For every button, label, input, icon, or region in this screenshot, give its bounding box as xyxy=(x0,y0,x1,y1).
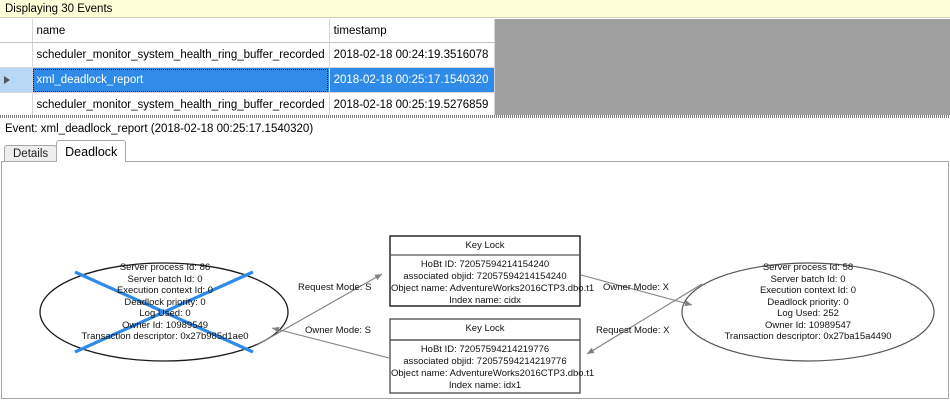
cell-name[interactable]: xml_deadlock_report xyxy=(32,67,330,93)
deadlock-graph-svg xyxy=(39,235,935,394)
lock-node-top-shape[interactable] xyxy=(389,235,581,307)
row-selector-cell[interactable] xyxy=(0,67,33,93)
detail-tabstrip[interactable]: Details Deadlock xyxy=(0,140,950,162)
lock-top-line-3: Index name: cidx xyxy=(449,295,521,306)
event-detail-header-label: Event: xml_deadlock_report (2018-02-18 0… xyxy=(5,123,314,135)
displaying-events-banner: Displaying 30 Events xyxy=(0,0,950,18)
lock-top-line-2: Object name: AdventureWorks2016CTP3.dbo.… xyxy=(391,283,595,294)
cell-timestamp[interactable]: 2018-02-18 00:24:19.3516078 xyxy=(329,42,495,68)
deadlock-victim-x-icon xyxy=(74,270,254,354)
edge-owner-mode-x xyxy=(580,274,693,307)
grid-header-timestamp[interactable]: timestamp xyxy=(329,19,495,43)
edge-label-request-mode-x: Request Mode: X xyxy=(596,325,670,336)
tab-deadlock[interactable]: Deadlock xyxy=(56,140,127,162)
tab-details[interactable]: Details xyxy=(4,145,58,162)
tab-deadlock-label: Deadlock xyxy=(65,144,118,159)
row-selector-cell[interactable] xyxy=(0,92,33,117)
edge-owner-mode-s xyxy=(271,326,390,359)
lock-node-top-title: Key Lock xyxy=(465,240,505,251)
edge-label-owner-mode-s: Owner Mode: S xyxy=(305,325,371,336)
edge-request-mode-x xyxy=(586,283,703,355)
edge-label-request-mode-s: Request Mode: S xyxy=(298,282,372,293)
lock-node-bottom-shape[interactable] xyxy=(389,318,581,394)
lock-node-bottom-title: Key Lock xyxy=(465,323,505,334)
lock-top-line-0: HoBt ID: 72057594214154240 xyxy=(420,259,550,270)
grid-splitter[interactable] xyxy=(0,115,950,118)
row-selector-arrow-icon xyxy=(4,75,10,84)
grid-header-name[interactable]: name xyxy=(32,19,330,43)
table-row[interactable]: scheduler_monitor_system_health_ring_buf… xyxy=(0,92,495,117)
lock-top-line-1: associated objid: 72057594214154240 xyxy=(403,271,567,282)
cell-timestamp[interactable]: 2018-02-18 00:25:17.1540320 xyxy=(329,67,495,93)
lock-bottom-line-0: HoBt ID: 72057594214219776 xyxy=(420,344,550,355)
row-selector-cell[interactable] xyxy=(0,42,33,68)
cell-name[interactable]: scheduler_monitor_system_health_ring_buf… xyxy=(32,42,330,68)
cell-timestamp[interactable]: 2018-02-18 00:25:19.5276859 xyxy=(329,92,495,117)
event-detail-header: Event: xml_deadlock_report (2018-02-18 0… xyxy=(0,120,950,138)
lock-bottom-line-3: Index name: idx1 xyxy=(448,380,522,391)
table-row[interactable]: scheduler_monitor_system_health_ring_buf… xyxy=(0,42,495,68)
tab-details-label: Details xyxy=(13,148,49,160)
lock-bottom-line-2: Object name: AdventureWorks2016CTP3.dbo.… xyxy=(391,368,595,379)
displaying-events-label: Displaying 30 Events xyxy=(5,2,113,15)
edge-request-mode-s xyxy=(256,273,383,346)
edge-label-owner-mode-x: Owner Mode: X xyxy=(603,282,669,293)
grid-corner-header[interactable] xyxy=(0,19,33,43)
cell-name[interactable]: scheduler_monitor_system_health_ring_buf… xyxy=(32,92,330,117)
process-node-right-shape[interactable] xyxy=(681,262,935,362)
lock-bottom-line-1: associated objid: 72057594214219776 xyxy=(403,356,567,367)
